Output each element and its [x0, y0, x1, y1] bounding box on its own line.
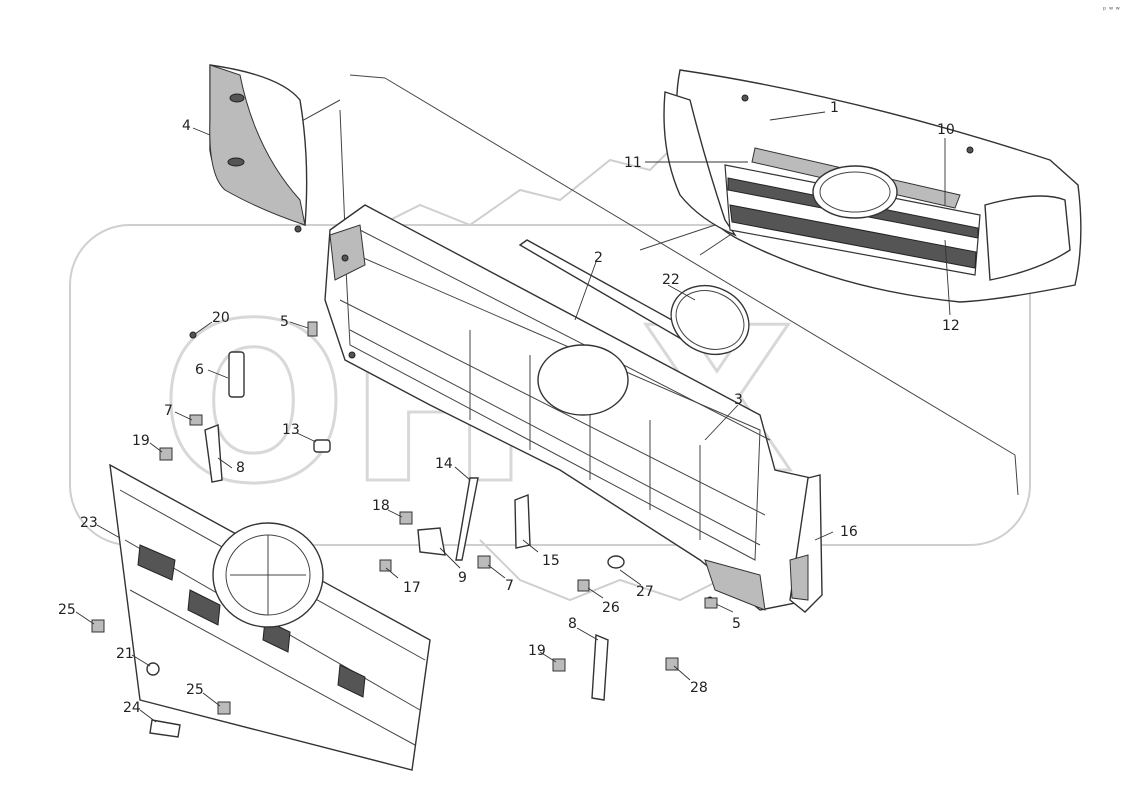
callout-21: 21 [116, 646, 134, 662]
callout-10: 10 [937, 122, 955, 138]
callout-3: 3 [734, 392, 743, 408]
callout-4: 4 [182, 118, 191, 134]
callout-5b: 5 [732, 616, 741, 632]
callout-16: 16 [840, 524, 858, 540]
callout-18: 18 [372, 498, 390, 514]
callout-25b: 25 [186, 682, 204, 698]
callout-19b: 19 [528, 643, 546, 659]
callout-24: 24 [123, 700, 141, 716]
callout-14: 14 [435, 456, 453, 472]
callout-7a: 7 [164, 403, 173, 419]
callout-26: 26 [602, 600, 620, 616]
callout-23: 23 [80, 515, 98, 531]
callout-9: 9 [458, 570, 467, 586]
oval-seal-ring [670, 284, 750, 356]
callout-12: 12 [942, 318, 960, 334]
callout-15: 15 [542, 553, 560, 569]
fasteners [91, 321, 718, 738]
callout-20: 20 [212, 310, 230, 326]
callout-11: 11 [624, 155, 642, 171]
callout-8a: 8 [236, 460, 245, 476]
callout-1: 1 [830, 100, 839, 116]
upper-front-panel [663, 69, 1082, 303]
callout-28: 28 [690, 680, 708, 696]
callout-6: 6 [195, 362, 204, 378]
callout-5a: 5 [280, 314, 289, 330]
callout-labels: 1 2 3 4 5 5 6 7 7 8 8 9 10 11 12 13 14 1… [58, 100, 960, 716]
callout-8b: 8 [568, 616, 577, 632]
callout-2: 2 [594, 250, 603, 266]
callout-22: 22 [662, 272, 680, 288]
right-corner-trim [789, 474, 823, 613]
lower-grille [109, 463, 431, 771]
main-inner-frame [324, 204, 821, 611]
callout-27: 27 [636, 584, 654, 600]
callout-7b: 7 [505, 578, 514, 594]
callout-25a: 25 [58, 602, 76, 618]
leader-lines [75, 111, 951, 723]
corner-mark: ᵖ ʷ ʷ [1103, 5, 1120, 14]
callout-19a: 19 [132, 433, 150, 449]
left-corner-trim [209, 64, 308, 233]
callout-13: 13 [282, 422, 300, 438]
callout-17: 17 [403, 580, 421, 596]
